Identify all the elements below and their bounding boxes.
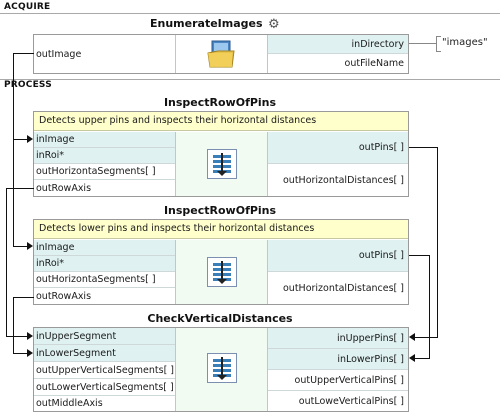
folder-image-icon [206, 39, 236, 69]
wire-outpins-1-vertical [437, 147, 438, 337]
port-outImage[interactable]: outImage [34, 35, 175, 73]
tool-body[interactable] [175, 132, 268, 196]
section-acquire-label: ACQUIRE [4, 2, 51, 12]
port-outUpperVerticalSegments[interactable]: outUpperVerticalSegments[ ] [34, 362, 175, 379]
arrow-inlowersegment [27, 349, 33, 357]
wire-rowaxis-1-vertical [6, 188, 7, 336]
enumerate-images-tool[interactable]: outImage inDirectory outFileName [33, 34, 409, 74]
port-inRoi[interactable]: inRoi* [34, 148, 175, 164]
enumerate-images-title: EnumerateImages [150, 17, 263, 30]
wire-outpins-2 [409, 255, 429, 256]
port-label: outMiddleAxis [36, 398, 103, 409]
gear-icon[interactable]: ⚙ [268, 17, 280, 32]
port-outHorizontalDistances[interactable]: outHorizontalDistances[ ] [268, 272, 408, 304]
port-label: outLowerVerticalSegments[ ] [36, 381, 174, 393]
port-label: outRowAxis [36, 290, 92, 302]
check-vertical-distances-title: CheckVerticalDistances [147, 312, 293, 325]
port-label: outHorizontalDistances[ ] [283, 282, 404, 294]
tool-body[interactable] [175, 328, 268, 411]
section-acquire-divider [0, 13, 500, 14]
port-inRoi[interactable]: inRoi* [34, 256, 175, 272]
port-label: outUpperVerticalPins[ ] [294, 374, 404, 386]
inspect-row-of-pins-1-tool[interactable]: Detects upper pins and inspects their ho… [33, 111, 409, 197]
port-label: outRowAxis [36, 182, 92, 194]
arrow-inimage-2 [27, 242, 33, 250]
arrow-inupperpins [409, 333, 415, 341]
port-label: outHorizontaSegments[ ] [36, 166, 156, 177]
literal-bracket [436, 36, 441, 52]
wire-outimage [13, 53, 34, 54]
port-label: outPins[ ] [358, 142, 404, 153]
wire-to-inimage-2 [13, 246, 27, 247]
port-label: outHorizontalDistances[ ] [283, 174, 404, 186]
port-label: outHorizontaSegments[ ] [36, 274, 156, 285]
port-outFileName[interactable]: outFileName [268, 54, 408, 73]
port-label: inImage [36, 134, 75, 145]
port-label: inImage [36, 242, 75, 253]
port-outUpperVerticalPins[interactable]: outUpperVerticalPins[ ] [268, 370, 408, 391]
port-label: outUpperVerticalSegments[ ] [36, 364, 175, 376]
tool-description: Detects upper pins and inspects their ho… [34, 112, 408, 131]
wire-to-inuppersegment [6, 336, 27, 337]
inspect-row-of-pins-2-tool[interactable]: Detects lower pins and inspects their ho… [33, 219, 409, 305]
wire-outpins-2-vertical [429, 255, 430, 358]
tool-body[interactable] [175, 240, 268, 304]
port-inUpperSegment[interactable]: inUpperSegment [34, 328, 175, 345]
macro-icon [207, 149, 237, 179]
arrow-inuppersegment [27, 332, 33, 340]
wire-rowaxis-1 [6, 188, 34, 189]
directory-literal-value[interactable]: "images" [442, 37, 488, 48]
port-label: inRoi* [36, 258, 65, 269]
port-outPins[interactable]: outPins[ ] [268, 132, 408, 164]
arrow-inlowerpins [409, 354, 415, 362]
inspect-row-of-pins-2-title: InspectRowOfPins [163, 204, 277, 217]
wire-outimage-vertical [13, 53, 14, 246]
port-label: inDirectory [351, 38, 404, 50]
port-label: inRoi* [36, 150, 65, 161]
port-outRowAxis[interactable]: outRowAxis [34, 180, 175, 196]
inspect-row-of-pins-1-title: InspectRowOfPins [163, 96, 277, 109]
section-process-divider [0, 79, 500, 80]
port-inDirectory[interactable]: inDirectory [268, 35, 408, 54]
port-inImage[interactable]: inImage [34, 132, 175, 148]
port-inImage[interactable]: inImage [34, 240, 175, 256]
port-outHorizontaSegments[interactable]: outHorizontaSegments[ ] [34, 164, 175, 180]
wire-to-inlowerpins [415, 358, 430, 359]
port-label: outImage [36, 48, 82, 60]
port-label: outPins[ ] [358, 250, 404, 261]
port-inUpperPins[interactable]: inUpperPins[ ] [268, 328, 408, 349]
section-process-label: PROCESS [4, 80, 52, 90]
literal-connector [409, 43, 437, 44]
tool-description: Detects lower pins and inspects their ho… [34, 220, 408, 239]
wire-to-inupperpins [415, 337, 438, 338]
port-outLoweVerticalPins[interactable]: outLoweVerticalPins[ ] [268, 391, 408, 411]
wire-to-inlowersegment [13, 353, 27, 354]
port-outPins[interactable]: outPins[ ] [268, 240, 408, 272]
port-label: inLowerSegment [36, 347, 116, 359]
wire-rowaxis-2 [13, 297, 34, 298]
wire-to-inimage-1 [13, 139, 27, 140]
port-inLowerSegment[interactable]: inLowerSegment [34, 345, 175, 362]
wire-rowaxis-2-vertical [13, 297, 14, 353]
arrow-inimage-1 [27, 135, 33, 143]
port-label: outFileName [344, 58, 404, 69]
macro-icon [207, 353, 237, 383]
macro-icon [207, 257, 237, 287]
port-label: inUpperPins[ ] [337, 332, 404, 344]
port-outLowerVerticalSegments[interactable]: outLowerVerticalSegments[ ] [34, 379, 175, 396]
port-label: inUpperSegment [36, 330, 117, 342]
port-outHorizontaSegments[interactable]: outHorizontaSegments[ ] [34, 272, 175, 288]
port-label: inLowerPins[ ] [337, 353, 404, 365]
port-label: outLoweVerticalPins[ ] [298, 395, 404, 407]
port-outRowAxis[interactable]: outRowAxis [34, 288, 175, 304]
port-outMiddleAxis[interactable]: outMiddleAxis [34, 396, 175, 411]
port-inLowerPins[interactable]: inLowerPins[ ] [268, 349, 408, 370]
check-vertical-distances-tool[interactable]: inUpperSegment inLowerSegment outUpperVe… [33, 327, 409, 412]
wire-outpins-1 [409, 147, 437, 148]
tool-body[interactable] [175, 35, 268, 73]
port-outHorizontalDistances[interactable]: outHorizontalDistances[ ] [268, 164, 408, 196]
